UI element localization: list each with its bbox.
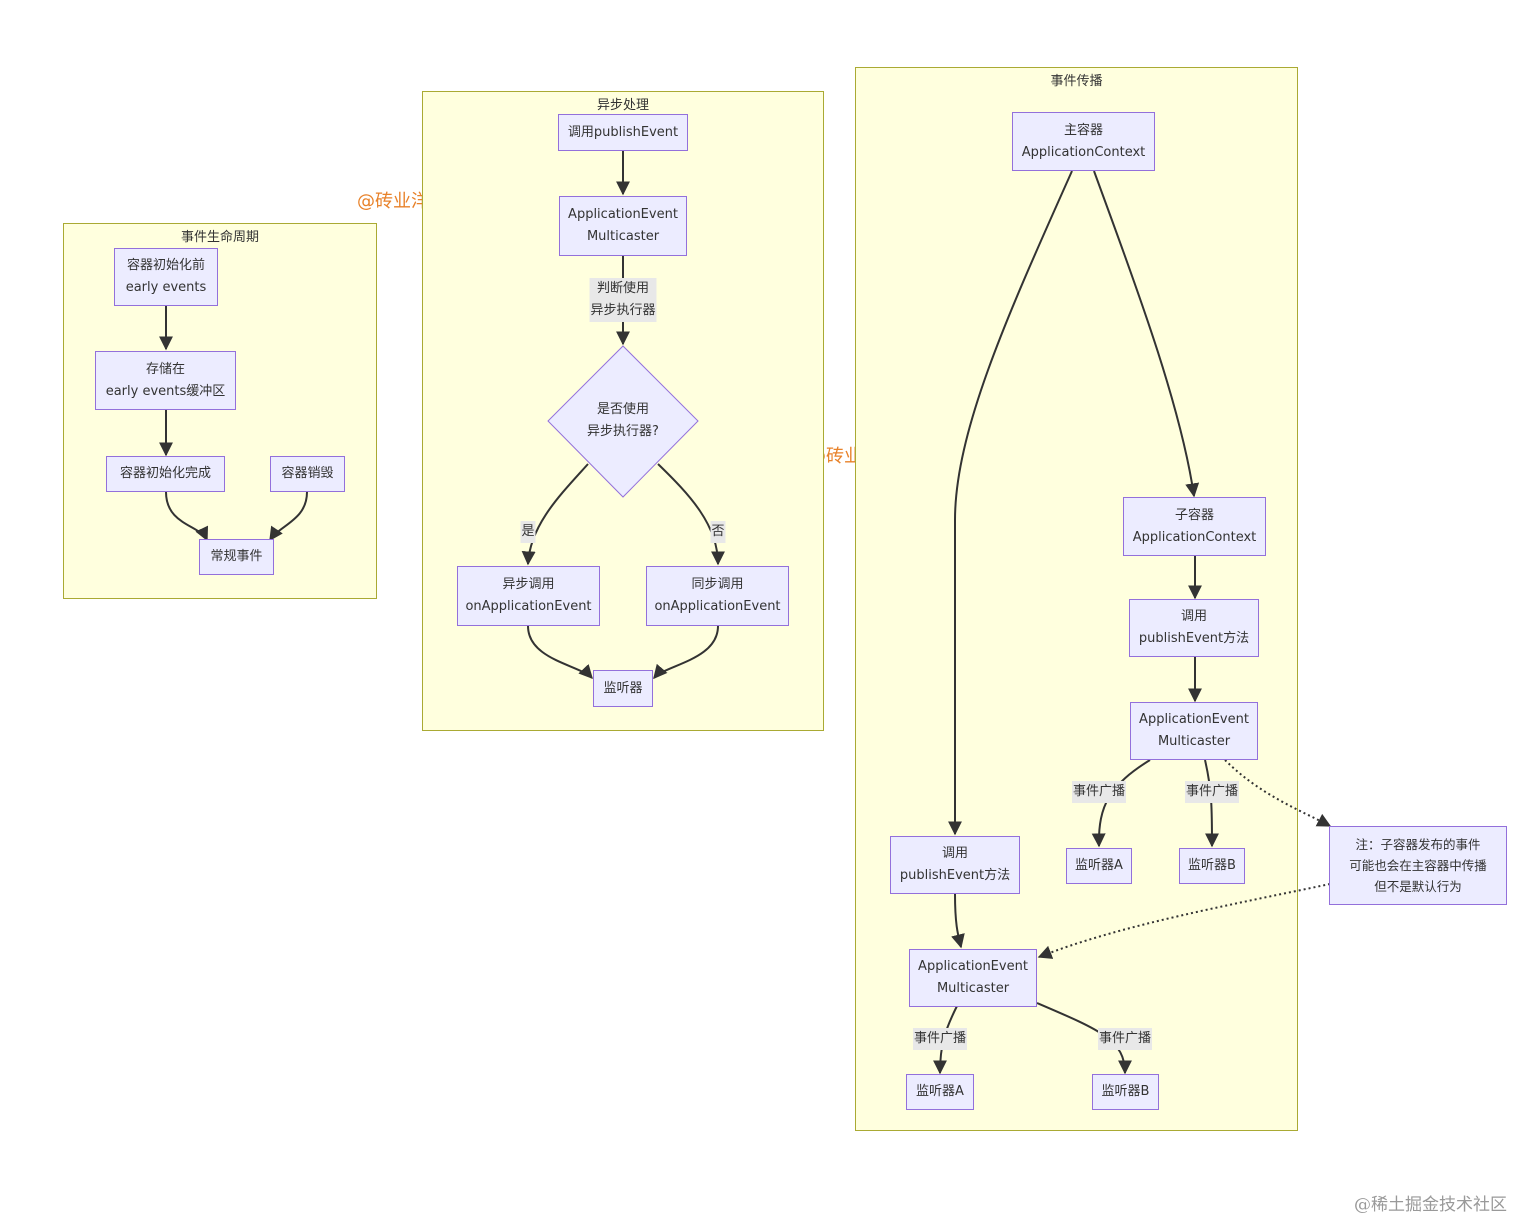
node-note-line1: 注：子容器发布的事件 — [1355, 837, 1481, 852]
node-child-context-line1: 子容器 — [1174, 507, 1214, 523]
cluster-propagation-title: 事件传播 — [1050, 74, 1103, 89]
node-child-call-line1: 调用 — [1180, 609, 1207, 624]
node-parent-listener-a: 监听器A — [906, 1074, 974, 1110]
decision-diamond — [547, 345, 699, 498]
cluster-lifecycle-title: 事件生命周期 — [180, 230, 259, 245]
edge-async-yes — [521, 463, 589, 566]
node-parent-call-line1: 调用 — [941, 846, 968, 861]
edge-prop-mc-note — [1224, 759, 1332, 827]
node-child-listener-a: 监听器A — [1066, 848, 1132, 884]
edge-async-s-listener — [653, 625, 719, 680]
edge-prop-note-pmc — [1037, 883, 1331, 959]
edge-prop-mc-la — [1091, 759, 1151, 848]
node-child-call: 调用 publishEvent方法 — [1129, 599, 1259, 657]
node-call-publish-label: 调用publishEvent — [567, 124, 679, 140]
node-child-multicaster: ApplicationEvent Multicaster — [1130, 702, 1258, 760]
node-async-call-line1: 异步调用 — [502, 577, 555, 592]
node-store-buffer-line2: early events缓冲区 — [105, 383, 226, 399]
node-parent-listener-b-label: 监听器B — [1101, 1084, 1150, 1099]
node-child-context: 子容器 ApplicationContext — [1123, 497, 1266, 556]
edge-async-no — [657, 463, 725, 566]
edge-prop-parent-child — [1093, 170, 1200, 498]
node-before-init-line1: 容器初始化前 — [126, 258, 205, 273]
edge-label-judge: 判断使用 异步执行器 — [589, 278, 657, 322]
node-parent-multicaster-line1: ApplicationEvent — [918, 959, 1028, 974]
node-parent-call-line2: publishEvent方法 — [899, 868, 1011, 883]
node-store-buffer-line1: 存储在 — [145, 361, 185, 377]
edge-async-a-listener — [527, 625, 593, 680]
node-async-call-line2: onApplicationEvent — [465, 599, 592, 614]
node-child-call-line2: publishEvent方法 — [1138, 631, 1250, 646]
node-note: 注：子容器发布的事件 可能也会在主容器中传播 但不是默认行为 — [1329, 826, 1507, 905]
footer-watermark: @稀土掘金技术社区 — [1354, 1195, 1507, 1215]
node-regular-event: 常规事件 — [199, 539, 274, 575]
node-async-call: 异步调用 onApplicationEvent — [457, 566, 600, 626]
node-note-line3: 但不是默认行为 — [1374, 879, 1462, 894]
node-store-buffer: 存储在 early events缓冲区 — [95, 351, 236, 410]
node-note-line2: 可能也会在主容器中传播 — [1349, 858, 1487, 873]
node-call-publish: 调用publishEvent — [558, 114, 688, 151]
node-destroy-label: 容器销毁 — [281, 466, 334, 481]
node-parent-listener-b: 监听器B — [1092, 1074, 1159, 1110]
node-child-multicaster-line1: ApplicationEvent — [1139, 712, 1249, 727]
edge-prop-mc-lb — [1204, 759, 1219, 848]
node-init-complete: 容器初始化完成 — [106, 456, 225, 492]
edge-prop-parent-call — [948, 170, 1073, 836]
node-child-multicaster-line2: Multicaster — [1157, 734, 1231, 749]
edge-label-judge-line2: 异步执行器 — [590, 303, 656, 318]
decision-label: 是否使用 异步执行器? — [587, 399, 659, 443]
node-child-context-line2: ApplicationContext — [1132, 529, 1257, 545]
node-init-complete-label: 容器初始化完成 — [119, 466, 211, 481]
node-async-multicaster: ApplicationEvent Multicaster — [559, 196, 687, 256]
node-parent-multicaster-line2: Multicaster — [936, 981, 1010, 996]
node-parent-context-line2: ApplicationContext — [1021, 144, 1146, 160]
edge-label-yes: 是 — [520, 521, 536, 543]
node-sync-call: 同步调用 onApplicationEvent — [646, 566, 789, 626]
node-sync-call-line1: 同步调用 — [691, 577, 744, 592]
edge-label-parent-broadcast-a: 事件广播 — [912, 1028, 968, 1050]
edge-prop-pcall-mc — [951, 893, 965, 949]
node-destroy: 容器销毁 — [270, 456, 345, 492]
edge-label-child-broadcast-a: 事件广播 — [1071, 781, 1127, 803]
node-async-listener: 监听器 — [593, 670, 653, 707]
node-regular-event-label: 常规事件 — [210, 549, 263, 564]
node-sync-call-line2: onApplicationEvent — [654, 599, 781, 614]
node-child-listener-b-label: 监听器B — [1188, 858, 1236, 873]
node-child-listener-b: 监听器B — [1179, 848, 1245, 884]
node-async-multicaster-line1: ApplicationEvent — [568, 207, 678, 222]
edge-lc-3-5 — [165, 491, 208, 542]
decision-label-line1: 是否使用 — [596, 402, 649, 417]
edge-label-no: 否 — [710, 521, 726, 543]
node-parent-context-line1: 主容器 — [1063, 122, 1103, 138]
edge-label-judge-line1: 判断使用 — [596, 281, 650, 296]
node-parent-context: 主容器 ApplicationContext — [1012, 112, 1155, 171]
node-async-listener-label: 监听器 — [603, 680, 643, 696]
edge-label-child-broadcast-b: 事件广播 — [1184, 781, 1240, 803]
edge-lc-4-5 — [269, 491, 308, 542]
node-before-init-line2: early events — [125, 280, 207, 295]
cluster-async-title: 异步处理 — [596, 98, 649, 113]
node-parent-listener-a-label: 监听器A — [916, 1084, 964, 1099]
node-parent-call: 调用 publishEvent方法 — [890, 836, 1020, 894]
decision-label-line2: 异步执行器? — [587, 424, 659, 439]
edge-label-parent-broadcast-b: 事件广播 — [1097, 1028, 1153, 1050]
node-before-init: 容器初始化前 early events — [114, 248, 218, 306]
node-child-listener-a-label: 监听器A — [1075, 858, 1123, 873]
node-async-multicaster-line2: Multicaster — [586, 229, 660, 244]
node-parent-multicaster: ApplicationEvent Multicaster — [909, 949, 1037, 1007]
